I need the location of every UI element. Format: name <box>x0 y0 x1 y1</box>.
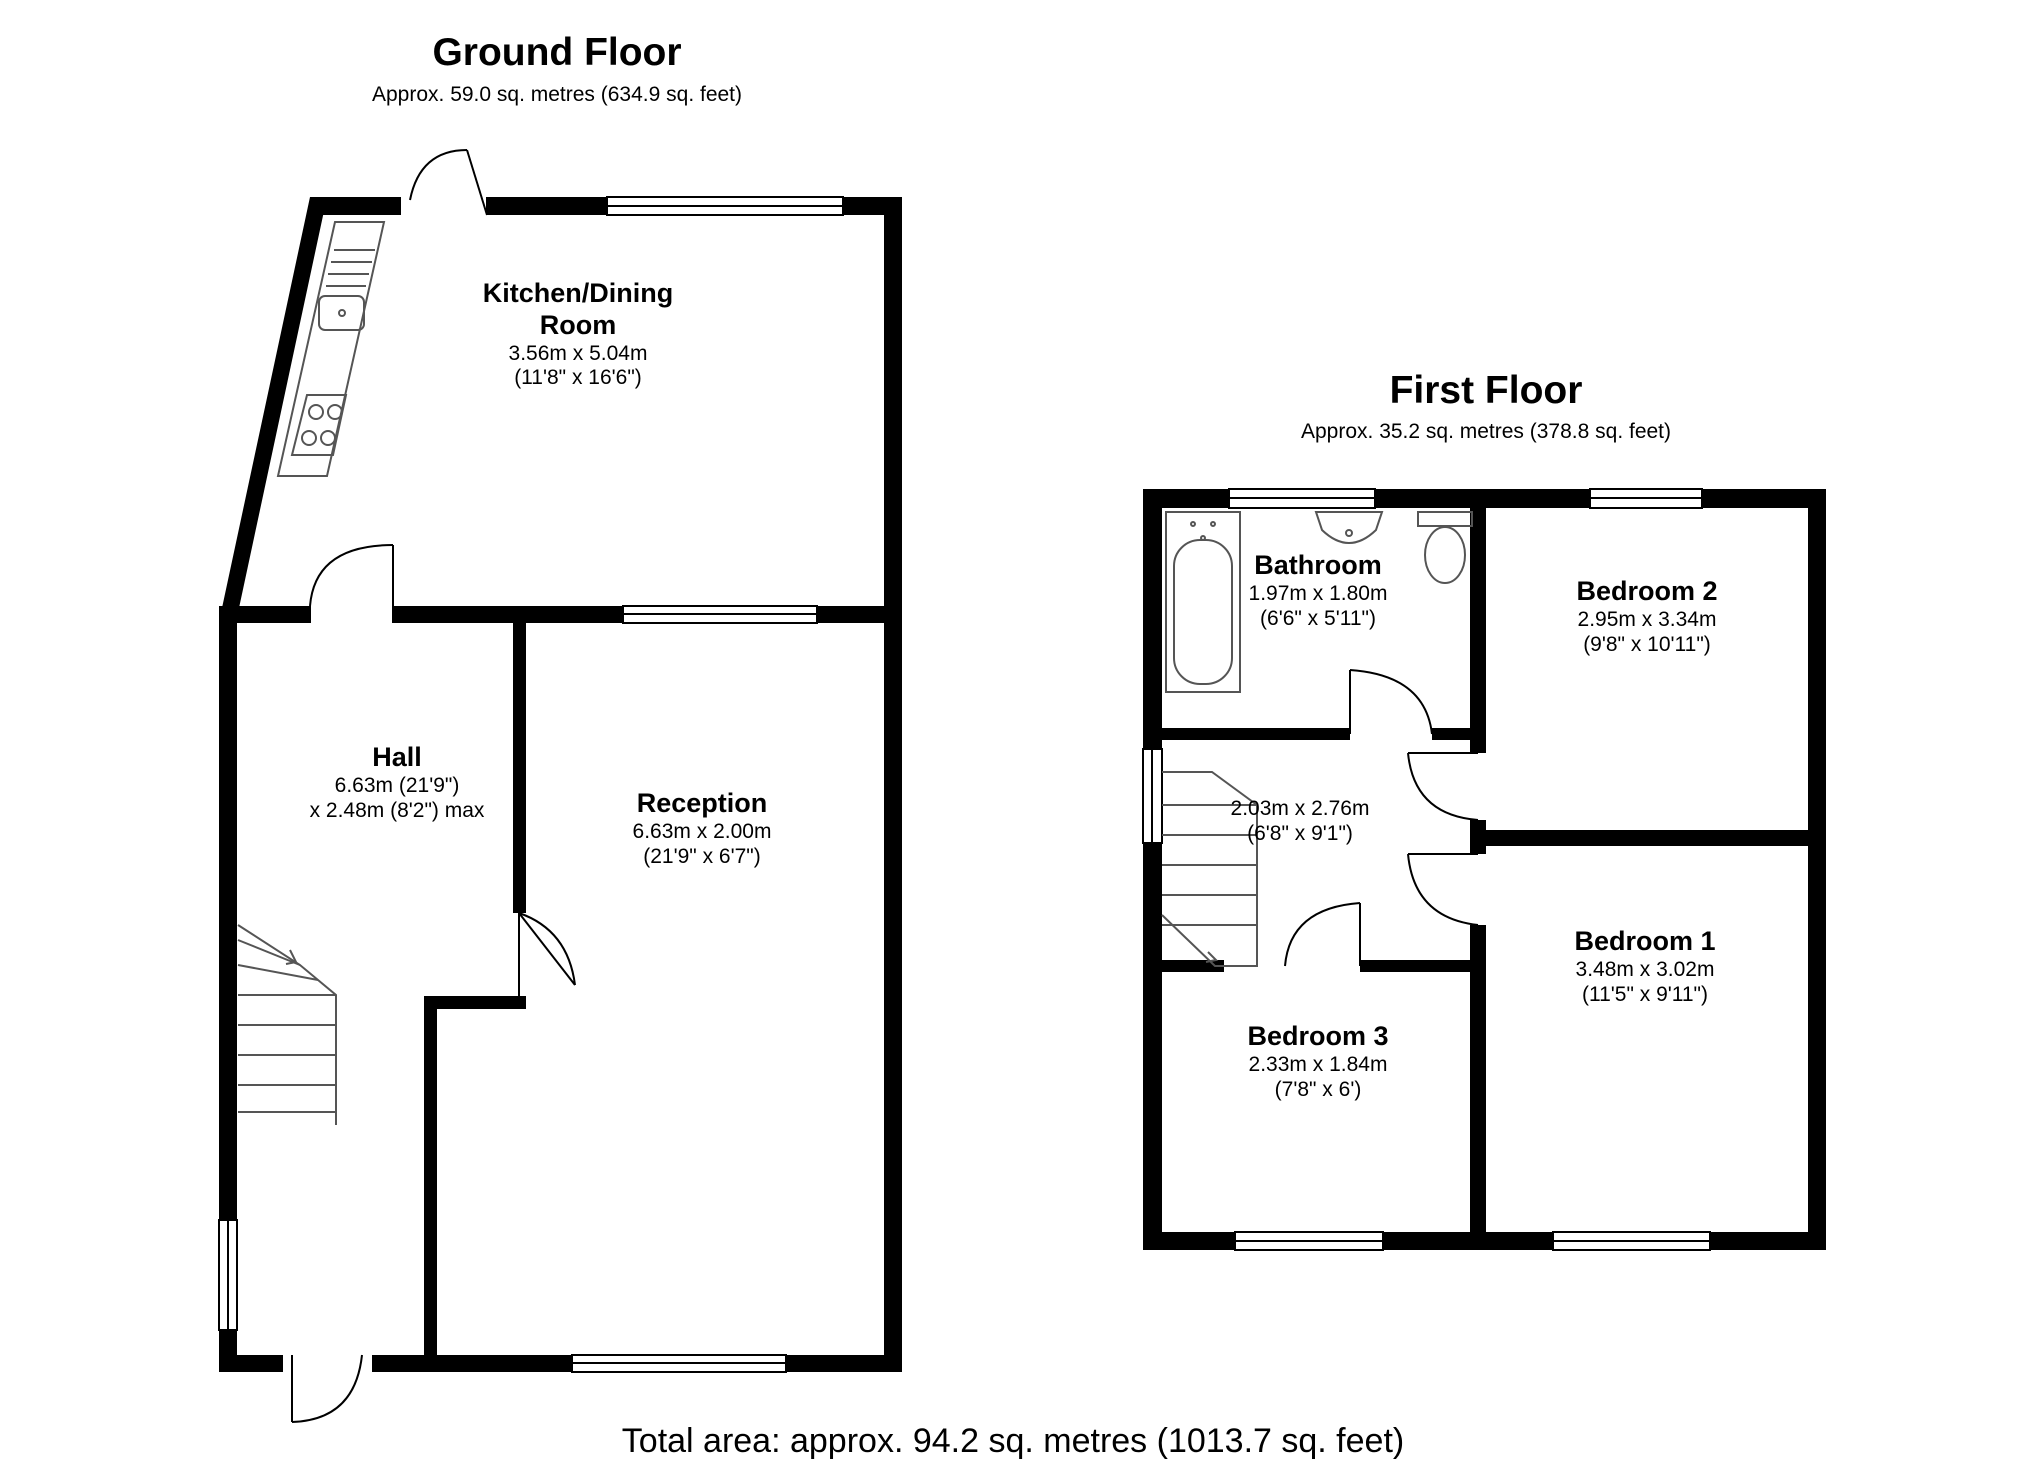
ground-floor-walls <box>219 197 902 1372</box>
room-dimensions-metric: 3.56m x 5.04m <box>508 341 648 365</box>
hall-kitchen-door-icon <box>309 544 394 623</box>
kitchen-divider-wall-b <box>393 606 623 623</box>
kitchen-diagonal-wall <box>219 197 327 622</box>
bath-icon <box>1165 511 1241 693</box>
first-bottom-wall-c <box>1710 1232 1826 1250</box>
drainer-icon <box>326 249 375 287</box>
kitchen-worktop-icon <box>276 221 386 477</box>
ground-top-wall-mid <box>487 197 607 215</box>
room-dimensions-metric: 2.95m x 3.34m <box>1577 607 1717 631</box>
room-dimensions-imperial: (9'8" x 10'11") <box>1583 632 1711 656</box>
bedroom1-left-wall <box>1470 846 1486 854</box>
room-name-line2: Room <box>539 309 617 340</box>
ground-floor-windows <box>218 196 844 1373</box>
room-name: Bedroom 1 <box>1574 926 1716 956</box>
room-name: Bathroom <box>1254 550 1382 580</box>
hall-partition-upper <box>513 623 526 913</box>
basin-icon <box>1314 511 1384 544</box>
sink-icon <box>318 295 365 331</box>
first-floor-walls <box>1143 489 1826 1250</box>
ground-bottom-wall-mid <box>372 1355 572 1372</box>
first-stairs-icon <box>1161 771 1258 967</box>
ground-stairs-icon <box>237 924 337 1125</box>
bathroom-fixtures <box>1165 511 1473 693</box>
hob-icon <box>290 394 348 456</box>
room-dimensions-imperial: x 2.48m (8'2") max <box>309 798 485 822</box>
reception-door-icon <box>518 912 576 996</box>
hall-partition-step <box>424 996 526 1009</box>
bedroom2-left-wall <box>1470 508 1486 753</box>
room-bedroom-2: Bedroom 2 2.95m x 3.34m (9'8" x 10'11") <box>1576 576 1717 657</box>
room-name: Reception <box>636 788 768 818</box>
room-dimensions-imperial: (11'5" x 9'11") <box>1581 982 1709 1006</box>
room-dimensions-metric: 6.63m (21'9") <box>334 773 460 797</box>
room-bedroom-3: Bedroom 3 2.33m x 1.84m (7'8" x 6') <box>1247 1021 1388 1102</box>
kitchen-divider-wall-a <box>219 606 310 623</box>
room-name: Bedroom 3 <box>1247 1021 1389 1051</box>
room-bedroom-1: Bedroom 1 3.48m x 3.02m (11'5" x 9'11") <box>1574 926 1715 1007</box>
first-floor-area: Approx. 35.2 sq. metres (378.8 sq. feet) <box>1300 420 1672 443</box>
bedroom1-bedroom2-wall <box>1470 830 1826 846</box>
room-dimensions-imperial: (7'8" x 6') <box>1274 1077 1362 1101</box>
room-name: Bedroom 2 <box>1576 576 1718 606</box>
ground-floor-doors <box>291 149 576 1423</box>
room-dimensions-imperial: (6'8" x 9'1") <box>1247 821 1353 845</box>
room-landing: 2.03m x 2.76m (6'8" x 9'1") <box>1231 797 1370 847</box>
ground-right-wall <box>884 197 902 1372</box>
bedroom1-left-wall-lower <box>1470 925 1486 1250</box>
ground-floor-area: Approx. 59.0 sq. metres (634.9 sq. feet) <box>371 83 743 106</box>
ground-top-wall-left <box>310 197 400 215</box>
first-right-wall <box>1808 489 1826 1250</box>
room-name: Hall <box>372 742 422 772</box>
ground-bottom-wall-left <box>219 1355 283 1372</box>
ground-left-wall-upper <box>219 606 237 1220</box>
bedroom2-door-icon <box>1407 752 1479 821</box>
toilet-icon <box>1424 526 1466 584</box>
room-dimensions-metric: 6.63m x 2.00m <box>632 819 772 843</box>
room-name: Kitchen/Dining <box>482 278 674 308</box>
toilet-cistern-icon <box>1417 511 1473 527</box>
first-top-wall-b <box>1375 489 1590 508</box>
hall-partition-lower <box>424 996 437 1355</box>
room-dimensions-metric: 1.97m x 1.80m <box>1248 581 1388 605</box>
bedroom3-top-wall-b <box>1360 960 1486 972</box>
bathroom-door-icon <box>1349 669 1433 735</box>
first-left-wall-lower <box>1143 843 1162 1250</box>
room-bathroom: Bathroom 1.97m x 1.80m (6'6" x 5'11") <box>1249 550 1388 631</box>
room-dimensions-metric: 3.48m x 3.02m <box>1575 957 1715 981</box>
room-reception: Reception 6.63m x 2.00m (21'9" x 6'7") <box>633 788 772 869</box>
total-area: Total area: approx. 94.2 sq. metres (101… <box>621 1422 1405 1460</box>
bedroom3-top-wall-a <box>1162 960 1224 972</box>
bedroom1-door-icon <box>1407 853 1479 926</box>
room-kitchen-dining: Kitchen/Dining Room 3.56m x 5.04m (11'8"… <box>483 278 674 391</box>
ground-floor-title: Ground Floor <box>432 31 682 74</box>
room-dimensions-imperial: (21'9" x 6'7") <box>643 844 761 868</box>
first-top-wall-a <box>1143 489 1229 508</box>
first-floor-title: First Floor <box>1389 369 1583 412</box>
room-dimensions-imperial: (11'8" x 16'6") <box>514 366 642 390</box>
first-bottom-wall-b <box>1383 1232 1553 1250</box>
first-bottom-wall-a <box>1143 1232 1235 1250</box>
first-floor-windows <box>1142 488 1711 1251</box>
bedroom3-door-icon <box>1284 902 1361 967</box>
ground-bottom-wall-right <box>786 1355 902 1372</box>
room-hall: Hall 6.63m (21'9") x 2.48m (8'2") max <box>310 742 485 823</box>
kitchen-fixtures <box>276 221 386 477</box>
front-door-icon <box>291 1354 363 1423</box>
room-dimensions-metric: 2.33m x 1.84m <box>1248 1052 1388 1076</box>
first-left-wall-upper <box>1143 489 1162 749</box>
room-dimensions-metric: 2.03m x 2.76m <box>1230 797 1370 820</box>
first-top-wall-c <box>1702 489 1826 508</box>
kitchen-divider-wall-c <box>817 606 902 623</box>
room-dimensions-imperial: (6'6" x 5'11") <box>1260 606 1376 630</box>
bathroom-bottom-wall-a <box>1162 728 1350 740</box>
first-floor-doors <box>1284 669 1479 967</box>
back-door-icon <box>399 149 488 216</box>
